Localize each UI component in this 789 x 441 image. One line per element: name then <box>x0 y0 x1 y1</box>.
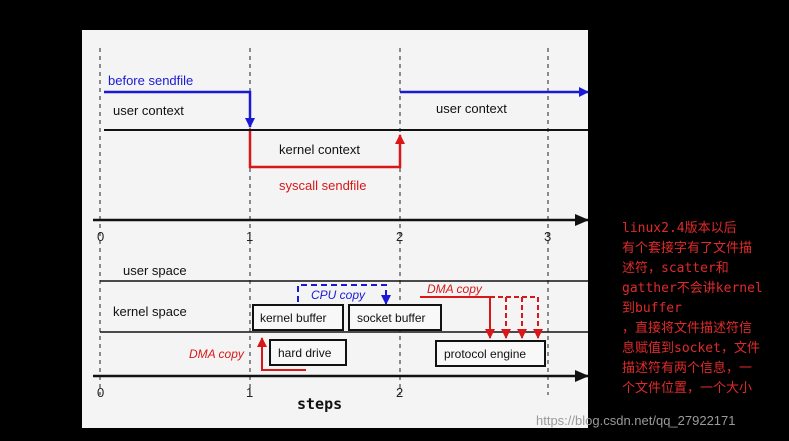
steps-axis-label: steps <box>297 395 342 413</box>
watermark-link: https://blog.csdn.net/qq_27922171 <box>536 413 736 428</box>
dma-scatter-lines <box>490 296 543 339</box>
note-line: 述符，scatter和 <box>622 261 729 276</box>
note-line: 个文件位置，一个大小 <box>622 381 753 396</box>
kernel-space-label: kernel space <box>113 304 187 319</box>
socket-buffer-label: socket buffer <box>357 311 425 325</box>
before-sendfile-path <box>104 90 255 128</box>
tick-top-2: 2 <box>396 229 403 244</box>
note-line: 有个套接字有了文件描 <box>622 241 753 256</box>
note-line: 到buffer <box>622 301 682 316</box>
kernel-context-label: kernel context <box>279 142 360 157</box>
note-line: 描述符有两个信息，一 <box>622 361 753 376</box>
kernel-buffer-box <box>252 304 344 331</box>
kernel-buffer-label: kernel buffer <box>260 311 327 325</box>
cpu-copy-label: CPU copy <box>311 288 366 302</box>
slide-background <box>82 30 588 428</box>
hard-drive-box <box>269 339 347 366</box>
syscall-sendfile-path <box>248 131 405 169</box>
dma-copy-left-path <box>257 337 306 371</box>
user-space-label: user space <box>123 263 187 278</box>
tick-bottom-1: 1 <box>246 385 253 400</box>
socket-buffer-box <box>348 304 442 331</box>
user-context-label-left: user context <box>113 103 184 118</box>
note-line: ，直接将文件描述符信 <box>622 321 753 336</box>
note-line: 息赋值到socket，文件 <box>622 341 760 356</box>
dma-copy-left-label: DMA copy <box>189 347 245 361</box>
protocol-engine-box <box>435 340 546 367</box>
tick-top-1: 1 <box>246 229 253 244</box>
tick-bottom-2: 2 <box>396 385 403 400</box>
tick-top-0: 0 <box>97 229 104 244</box>
hard-drive-label: hard drive <box>278 346 332 360</box>
before-sendfile-label: before sendfile <box>108 73 193 88</box>
protocol-engine-label: protocol engine <box>444 347 526 361</box>
syscall-sendfile-label: syscall sendfile <box>279 178 366 193</box>
dma-copy-right-label: DMA copy <box>427 282 483 296</box>
user-context-label-right: user context <box>436 101 507 116</box>
tick-top-3: 3 <box>544 229 551 244</box>
note-line: linux2.4版本以后 <box>622 221 737 236</box>
note-line: gatther不会讲kernel <box>622 281 763 296</box>
tick-bottom-0: 0 <box>97 385 104 400</box>
annotation-note: linux2.4版本以后 有个套接字有了文件描 述符，scatter和 gatt… <box>622 219 787 399</box>
